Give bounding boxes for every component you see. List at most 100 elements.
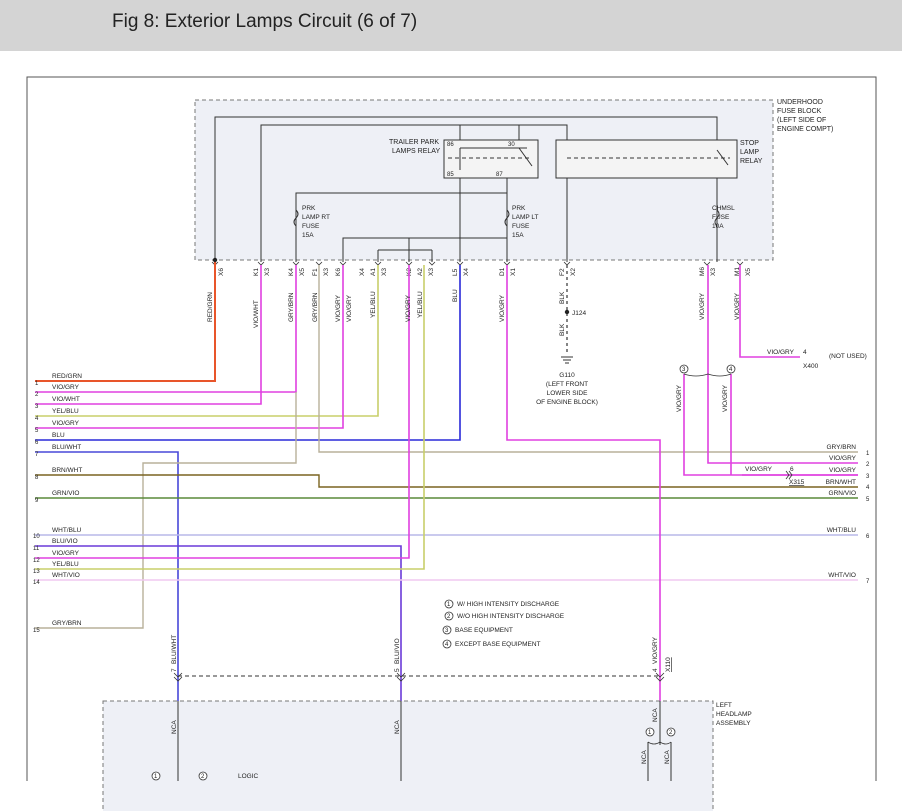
nca-labels: NCA NCA NCA NCA NCA [171, 708, 671, 764]
ground-label-line: (LEFT FRONT [546, 381, 588, 388]
right-bus-number: 2 [866, 462, 870, 468]
left-bus-number: 3 [35, 404, 39, 410]
option-circle-num: 2 [669, 730, 673, 736]
x400-connector: X400 [803, 363, 819, 370]
bottom-connector: X110 [665, 657, 672, 672]
option-circle-num: 2 [201, 774, 205, 780]
pin-label: X3 [710, 268, 717, 276]
fuse-block-internal-wiring [214, 116, 718, 262]
stop-relay-label: LAMP [740, 149, 759, 156]
wire-vio-gry-x400 [739, 265, 800, 358]
ground-label: G110 (LEFT FRONT LOWER SIDE OF ENGINE BL… [536, 372, 598, 406]
fuse-block-label: UNDERHOOD FUSE BLOCK (LEFT SIDE OF ENGIN… [777, 99, 833, 133]
junction-label: J124 [572, 310, 586, 317]
left-wire-label: BLU/VIO [52, 538, 78, 545]
wire-label: BLK [559, 323, 566, 336]
pin-label: X6 [218, 268, 225, 276]
pin-label: X3 [323, 268, 330, 276]
headlamp-label-line: ASSEMBLY [716, 720, 751, 727]
wire-brn-wht [35, 474, 858, 488]
legend-text: W/ HIGH INTENSITY DISCHARGE [457, 601, 560, 608]
option-circle-num: 3 [682, 367, 686, 373]
wire-vio-gry-x110 [506, 265, 661, 781]
fuse-label-line: 15A [302, 232, 314, 239]
right-bus-number: 4 [866, 485, 870, 491]
fuse-label-line: LAMP RT [302, 214, 330, 221]
right-wire-label: GRN/VIO [829, 490, 856, 497]
wire-label: VIO/GRY [335, 294, 342, 322]
left-wire-label: BLU/WHT [52, 444, 81, 451]
relay-pin: 30 [508, 142, 515, 148]
right-bus-number: 1 [866, 451, 870, 457]
right-wire-label: BRN/WHT [826, 479, 856, 486]
pin-label: K4 [288, 268, 295, 276]
pin-label: X3 [264, 268, 271, 276]
junction-j124 [564, 309, 570, 315]
wire-vio-wht [35, 265, 262, 405]
wire-label: GRY/BRN [288, 292, 295, 322]
option-legend: 1 W/ HIGH INTENSITY DISCHARGE 2 W/O HIGH… [442, 599, 565, 649]
pin-label: M1 [734, 267, 741, 276]
left-wire-label: VIO/WHT [52, 396, 80, 403]
splice-dot [212, 257, 218, 263]
pin-label: F1 [312, 268, 319, 276]
stop-relay-label: RELAY [740, 158, 763, 165]
option-circle-num: 1 [648, 730, 652, 736]
wire-label: BLU [452, 289, 459, 302]
left-bus-number: 9 [35, 498, 39, 504]
diagram-frame [26, 76, 877, 781]
right-bus-number: 6 [866, 534, 870, 540]
pin-label: D1 [499, 267, 506, 276]
bottom-wire: VIO/GRY [652, 636, 659, 664]
wire-blu-wht [35, 451, 179, 781]
headlamp-label: LEFT HEADLAMP ASSEMBLY [716, 702, 752, 727]
wire-gry-brn-right [318, 265, 858, 453]
right-bus-number: 3 [866, 474, 870, 480]
left-wire-label: BRN/WHT [52, 467, 82, 474]
wire-label: VIO/GRY [676, 384, 683, 412]
fuse-label-line: LAMP LT [512, 214, 539, 221]
stop-relay-label: STOP [740, 140, 759, 147]
top-wire-labels: RED/GRN VIO/WHT GRY/BRN GRY/BRN VIO/GRY … [207, 289, 741, 412]
wire-vio-gry-12 [35, 265, 410, 559]
trailer-relay-label: TRAILER PARK [389, 139, 439, 146]
fuse-label-line: PRK [302, 205, 316, 212]
ground-label-line: LOWER SIDE [547, 390, 588, 397]
fuse-block-label-line: UNDERHOOD [777, 99, 823, 106]
legend-num: 2 [447, 614, 451, 620]
left-wire-label: GRY/BRN [52, 620, 82, 627]
right-bus-number: 7 [866, 579, 870, 585]
bottom-pin: 7 [171, 668, 178, 672]
left-bus-number: 15 [33, 628, 40, 634]
left-bus-number: 13 [33, 569, 40, 575]
wire-gry-brn-left [35, 392, 297, 629]
pin-label: X1 [510, 268, 517, 276]
right-wire-label: VIO/GRY [829, 467, 857, 474]
pin-label: X4 [359, 268, 366, 276]
pin-label: L5 [452, 268, 459, 276]
bottom-wire: BLU/VIO [394, 638, 401, 664]
left-wire-label: VIO/GRY [52, 420, 80, 427]
x315-chevron [785, 470, 793, 480]
ground-label-line: OF ENGINE BLOCK) [536, 399, 598, 406]
wire-red-grn [35, 262, 216, 382]
left-wire-label: VIO/GRY [52, 550, 80, 557]
legend-text: BASE EQUIPMENT [455, 627, 513, 634]
left-bus-number: 12 [33, 558, 40, 564]
pin-label: K1 [253, 268, 260, 276]
left-bus-numbers: 1 2 3 4 5 6 7 8 9 10 11 12 13 14 15 [33, 381, 40, 634]
left-wire-label: RED/GRN [52, 373, 82, 380]
right-wire-label: WHT/VIO [828, 572, 856, 579]
relay-pin: 87 [496, 172, 503, 178]
wire-vio-gry-right-2 [707, 265, 858, 464]
wire-label: VIO/GRY [699, 292, 706, 320]
fuse-prk-lamp-rt: PRK LAMP RT FUSE 15A [293, 205, 330, 239]
ground-symbol [561, 356, 573, 364]
left-bus-number: 1 [35, 381, 39, 387]
headlamp-option-circles: 1 2 1 2 [151, 727, 676, 781]
legend-text: W/O HIGH INTENSITY DISCHARGE [457, 613, 565, 620]
headlamp-label-line: HEADLAMP [716, 711, 752, 718]
x315-connector: X315 [789, 479, 805, 486]
fuse-chmsl: CHMSL FUSE 10A [712, 205, 735, 230]
